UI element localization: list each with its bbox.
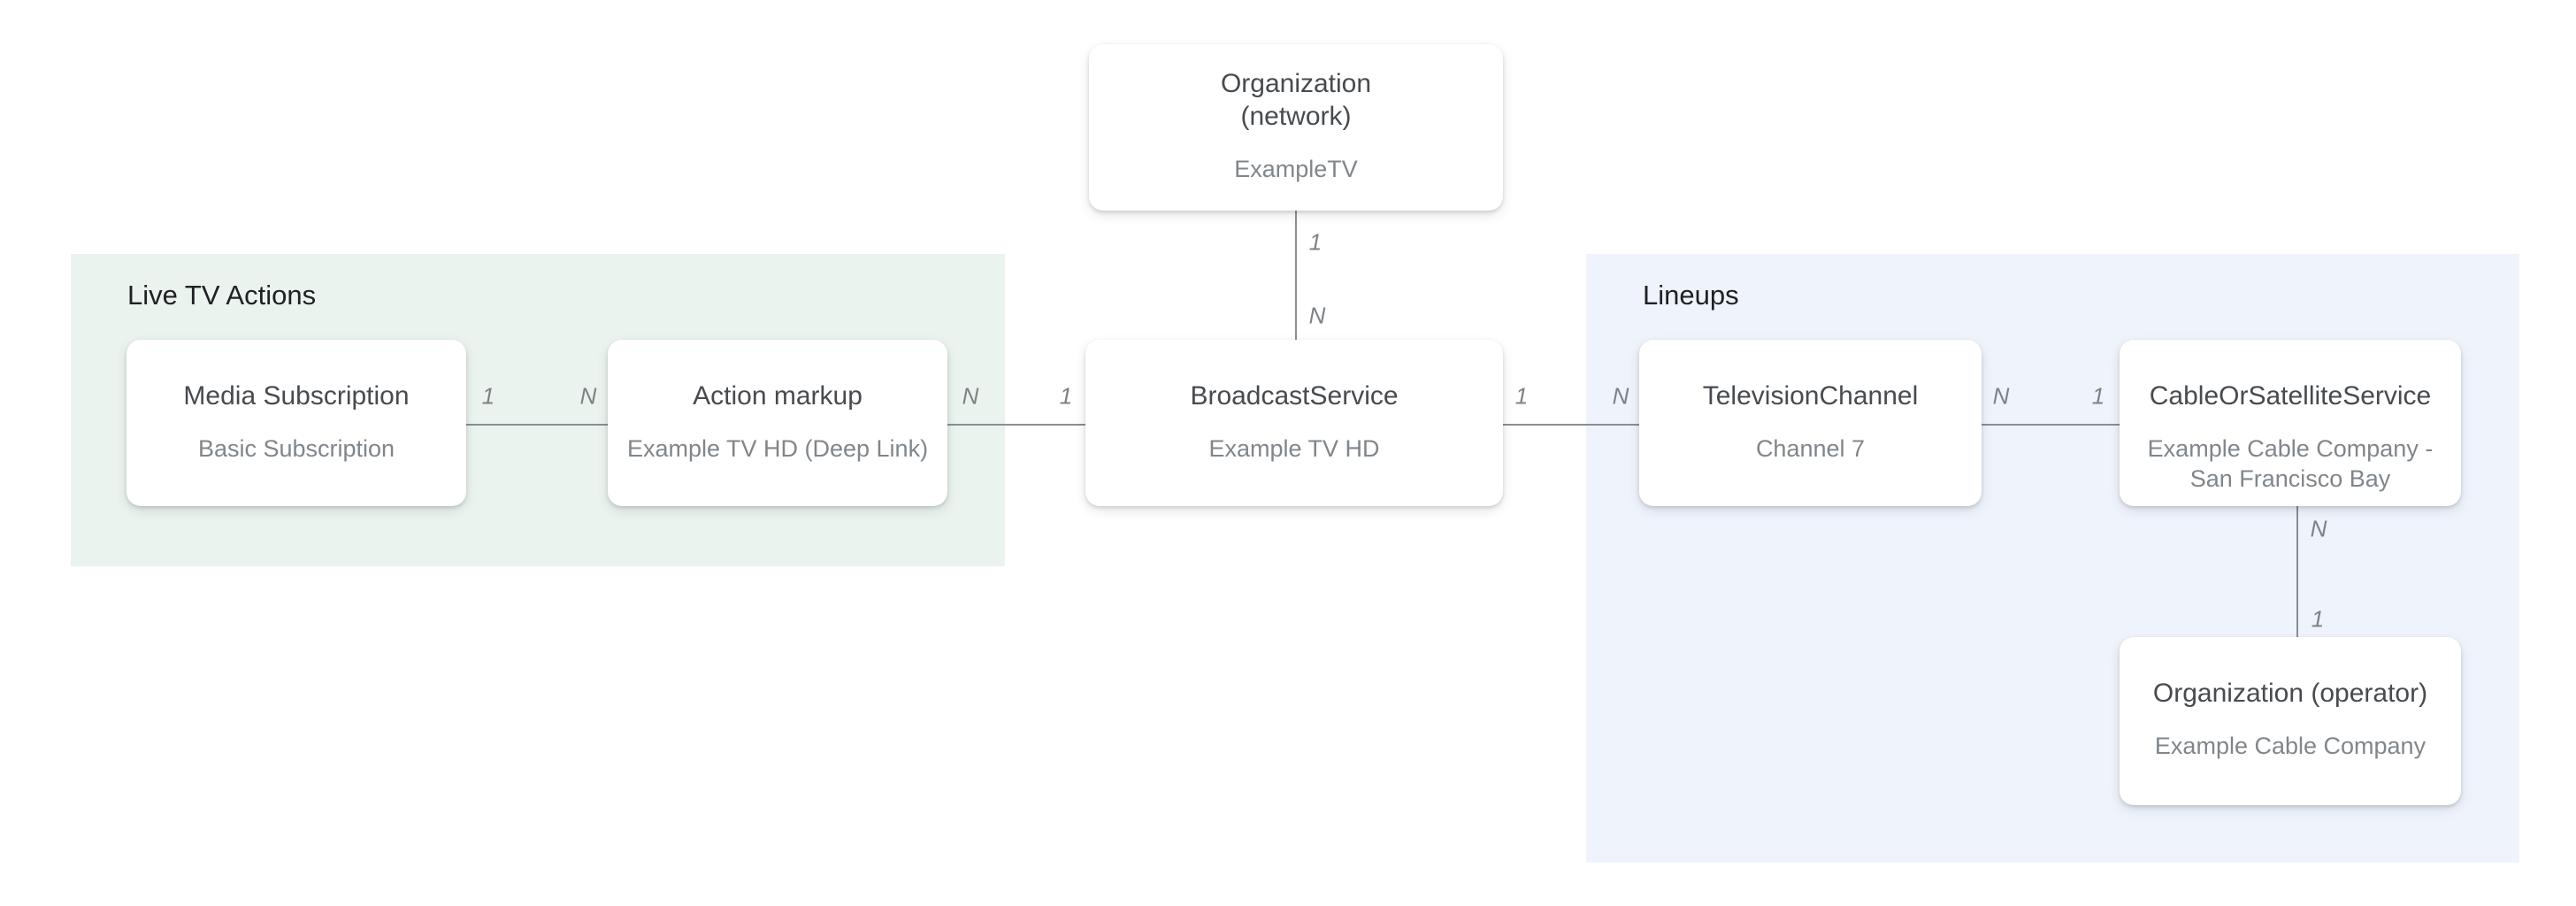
cardinality-label-broadcast-left-end: 1: [1059, 382, 1073, 410]
node-broadcast-service: BroadcastService Example TV HD: [1085, 340, 1503, 506]
node-cable-or-satellite-service: CableOrSatelliteService Example Cable Co…: [2120, 340, 2461, 506]
edge-cable-service-to-organization-operator: [2296, 506, 2298, 637]
node-title: TelevisionChannel: [1702, 381, 1919, 411]
cardinality-label-broadcast-right-end: 1: [1514, 382, 1529, 410]
node-title: Organization (network): [1220, 69, 1372, 131]
node-title: Action markup: [693, 381, 862, 411]
cardinality-label-action-left-end: N: [579, 382, 597, 410]
cardinality-label-cable-bottom-end: N: [2310, 515, 2327, 542]
node-title: BroadcastService: [1190, 381, 1399, 411]
cardinality-label-operator-end: 1: [2311, 605, 2325, 633]
node-title: Organization (operator): [2152, 679, 2428, 708]
edge-television-channel-to-cable-service: [1982, 424, 2120, 426]
region-title-live-tv-actions: Live TV Actions: [127, 280, 317, 311]
node-organization-operator: Organization (operator) Example Cable Co…: [2120, 637, 2461, 805]
edge-organization-network-to-broadcast-service: [1295, 211, 1297, 340]
node-organization-network: Organization (network) ExampleTV: [1089, 44, 1503, 211]
cardinality-label-cable-left-end: 1: [2091, 382, 2105, 410]
node-subtitle: Basic Subscription: [197, 435, 395, 462]
node-subtitle: Example TV HD: [1208, 435, 1380, 462]
node-title: CableOrSatelliteService: [2149, 381, 2432, 411]
cardinality-label-action-right-end: N: [962, 382, 979, 410]
node-subtitle: ExampleTV: [1234, 156, 1358, 182]
cardinality-label-channel-right-end: N: [1992, 382, 2010, 410]
cardinality-label-channel-left-end: N: [1612, 382, 1629, 410]
node-television-channel: TelevisionChannel Channel 7: [1639, 340, 1982, 506]
node-subtitle: Example Cable Company - San Francisco Ba…: [2147, 435, 2434, 492]
cardinality-label-media-end: 1: [481, 382, 495, 410]
node-subtitle: Example TV HD (Deep Link): [626, 435, 929, 462]
edge-broadcast-service-to-television-channel: [1503, 424, 1639, 426]
node-subtitle: Channel 7: [1755, 435, 1866, 462]
node-media-subscription: Media Subscription Basic Subscription: [126, 340, 466, 506]
edge-media-subscription-to-action-markup: [466, 424, 608, 426]
region-title-lineups: Lineups: [1643, 280, 1739, 311]
cardinality-label-network-end: 1: [1308, 228, 1322, 256]
node-action-markup: Action markup Example TV HD (Deep Link): [608, 340, 947, 506]
node-title: Media Subscription: [183, 381, 410, 411]
node-subtitle: Example Cable Company: [2154, 733, 2426, 759]
cardinality-label-broadcast-top-end: N: [1308, 302, 1326, 329]
edge-action-markup-to-broadcast-service: [947, 424, 1085, 426]
